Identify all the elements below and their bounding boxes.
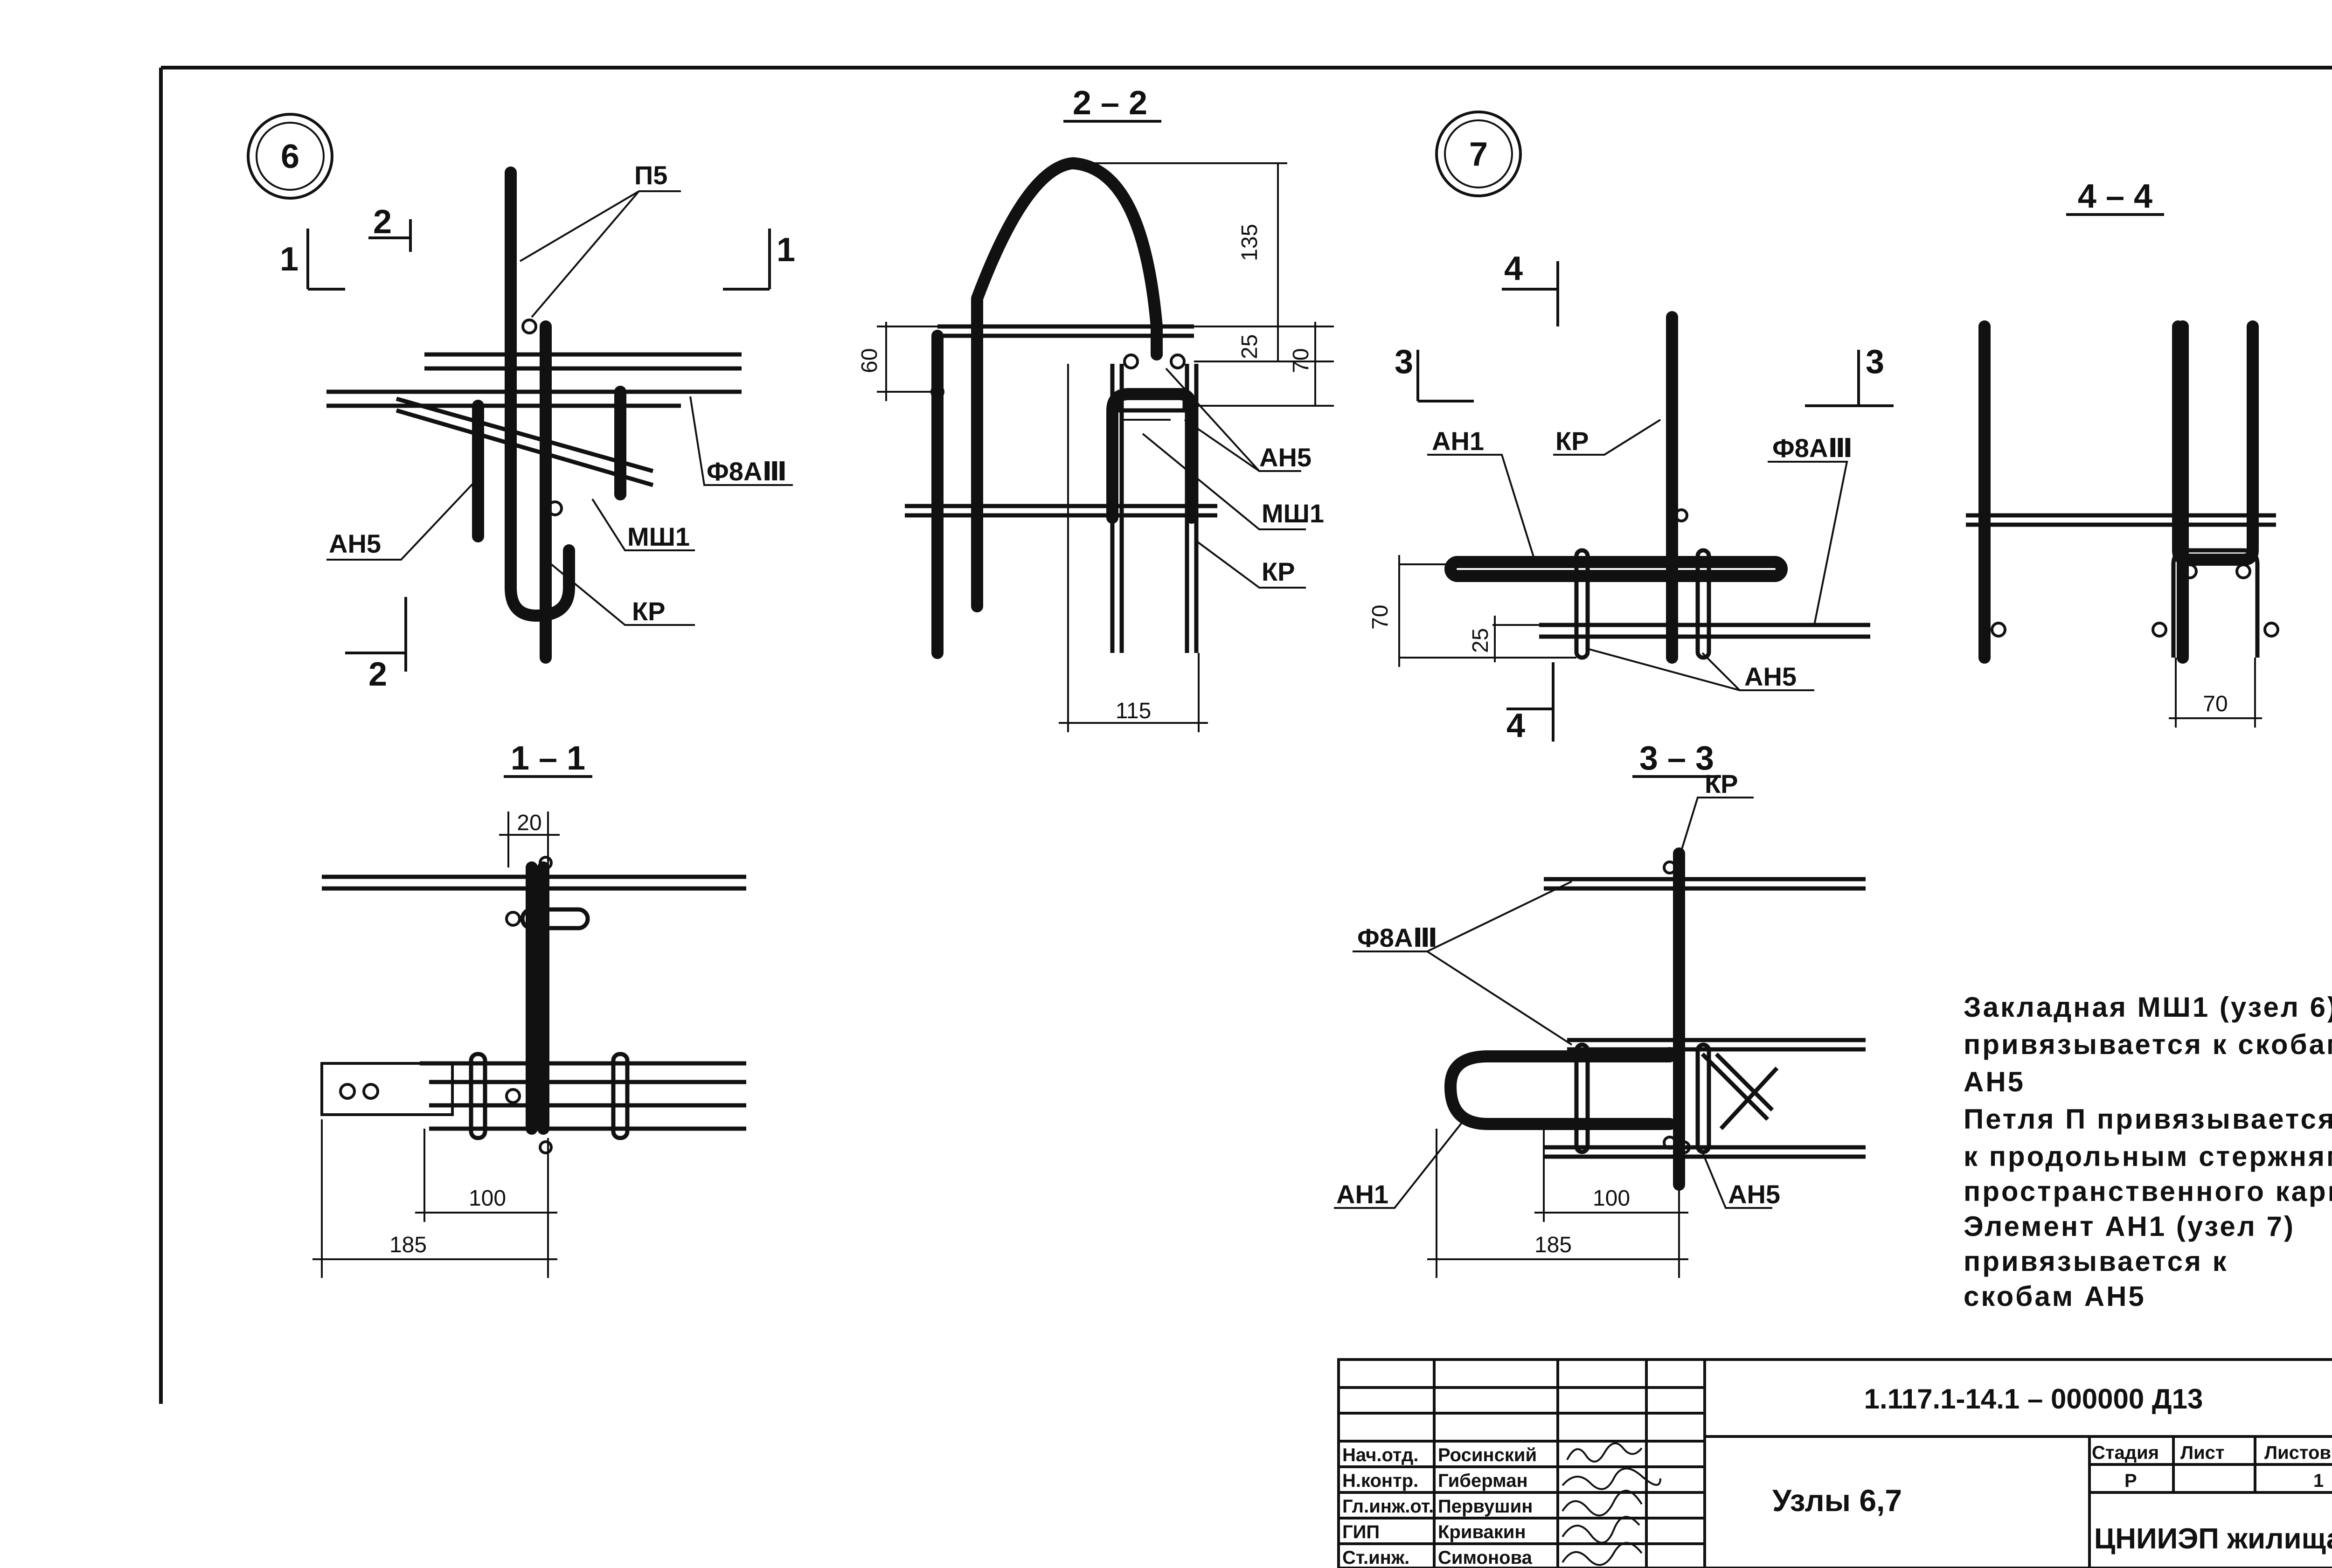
- role-2: Н.контр.: [1342, 1471, 1418, 1491]
- label-ah1-node7: АН1: [1432, 426, 1484, 456]
- sheets-value: 1: [2313, 1471, 2324, 1491]
- stage-header: Стадия: [2092, 1443, 2159, 1463]
- cut-mark-2-bottom: 2: [368, 656, 387, 693]
- section-3-3-title: 3 – 3: [1639, 740, 1714, 777]
- label-f8aiii-node6: Ф8АⅢ: [707, 457, 787, 486]
- node-7-number: 7: [1469, 136, 1488, 173]
- label-f8aiii-33: Ф8АⅢ: [1357, 923, 1437, 952]
- cut-mark-4-bottom: 4: [1506, 707, 1525, 744]
- name-4: Кривакин: [1438, 1522, 1526, 1542]
- label-kr-node6: КР: [632, 597, 666, 626]
- dim-70-44: 70: [2203, 692, 2228, 716]
- dim-100-11: 100: [469, 1186, 506, 1211]
- dim-185-33: 185: [1534, 1233, 1572, 1257]
- section-2-2-title: 2 – 2: [1073, 84, 1147, 122]
- dim-100-33: 100: [1593, 1186, 1630, 1211]
- dim-20: 20: [517, 811, 541, 835]
- dim-60: 60: [857, 348, 882, 373]
- note-line-2: привязывается к скобам: [1964, 1029, 2332, 1060]
- cut-mark-1-left: 1: [280, 241, 298, 278]
- label-kr-22: КР: [1262, 557, 1295, 586]
- cut-mark-3-left: 3: [1395, 343, 1413, 381]
- section-1-1-title: 1 – 1: [511, 740, 585, 777]
- node-6-view: 6 1 2 1 2 П5 Ф8АⅢ АН5 МШ1 КР: [247, 113, 795, 693]
- cut-mark-2-top: 2: [373, 203, 392, 241]
- dim-115: 115: [1116, 699, 1152, 723]
- name-1: Росинский: [1438, 1445, 1537, 1465]
- label-f8aiii-node7: Ф8АⅢ: [1772, 433, 1853, 463]
- name-2: Гиберман: [1438, 1471, 1528, 1491]
- section-2-2-view: 2 – 2 135 25 70 60 115: [857, 84, 1334, 732]
- note-line-7: Элемент АН1 (узел 7): [1964, 1211, 2295, 1242]
- sheet-header: Лист: [2180, 1443, 2225, 1463]
- label-ah1-33: АН1: [1336, 1179, 1388, 1209]
- note-line-9: скобам АН5: [1964, 1281, 2146, 1312]
- label-kr-node7: КР: [1555, 426, 1589, 456]
- label-kr-33: КР: [1705, 769, 1738, 798]
- role-5: Ст.инж.: [1342, 1547, 1409, 1568]
- sheet-frame: [159, 66, 2332, 1404]
- cut-mark-4-top: 4: [1504, 250, 1523, 287]
- label-msh1-node6: МШ1: [627, 522, 690, 551]
- title-block: 1.117.1-14.1 – 000000 Д13 Узлы 6,7 Стади…: [1337, 1358, 2332, 1568]
- drawing-code: 1.117.1-14.1 – 000000 Д13: [1864, 1383, 2203, 1415]
- dim-185-11: 185: [389, 1233, 427, 1257]
- note-line-4: Петля П привязывается: [1964, 1103, 2332, 1135]
- dim-70-node7: 70: [1368, 605, 1393, 630]
- label-p5: П5: [634, 160, 667, 190]
- label-ah5-node7: АН5: [1744, 662, 1797, 691]
- section-1-1-view: 1 – 1 20 100 185: [312, 740, 746, 1278]
- section-3-3-view: 3 – 3 КР Ф8АⅢ АН1 АН5 100 185: [1334, 740, 1866, 1278]
- node-6-number: 6: [281, 138, 299, 175]
- name-3: Первушин: [1438, 1496, 1533, 1517]
- dim-25-22: 25: [1237, 334, 1262, 359]
- signatures: [1562, 1442, 1661, 1566]
- note-line-3: АН5: [1964, 1066, 2025, 1097]
- dim-135: 135: [1237, 224, 1262, 261]
- cut-mark-3-right: 3: [1866, 343, 1884, 381]
- node-7-circle: [1435, 111, 1522, 197]
- note-line-5: к продольным стержням: [1964, 1141, 2332, 1172]
- role-4: ГИП: [1342, 1522, 1380, 1542]
- drawing-title: Узлы 6,7: [1772, 1483, 1902, 1518]
- role-3: Гл.инж.от.: [1342, 1496, 1434, 1517]
- role-1: Нач.отд.: [1342, 1445, 1418, 1465]
- label-msh1-22: МШ1: [1262, 499, 1324, 528]
- organization: ЦНИИЭП жилища: [2094, 1523, 2332, 1555]
- node-7-view: 7 4 3 3 4 70 25 АН1 КР Ф8АⅢ АН5: [1368, 111, 1894, 744]
- notes-block: Закладная МШ1 (узел 6). привязывается к …: [1964, 992, 2332, 1312]
- dim-25-node7: 25: [1468, 628, 1493, 653]
- note-line-6: пространственного каркаса: [1964, 1176, 2332, 1207]
- cut-mark-1-right: 1: [777, 231, 795, 269]
- label-ah5-node6: АН5: [329, 529, 381, 558]
- section-4-4-view: 4 – 4 70: [1966, 178, 2279, 728]
- label-ah5-22: АН5: [1259, 443, 1312, 472]
- dim-70-22: 70: [1289, 348, 1313, 373]
- name-5: Симонова: [1438, 1547, 1533, 1568]
- note-line-1: Закладная МШ1 (узел 6).: [1964, 992, 2332, 1023]
- stage-value: Р: [2124, 1471, 2137, 1491]
- label-ah5-33: АН5: [1728, 1179, 1780, 1209]
- node-6-circle: [247, 113, 333, 200]
- sheets-header: Листов: [2264, 1443, 2331, 1463]
- note-line-8: привязывается к: [1964, 1246, 2228, 1277]
- section-4-4-title: 4 – 4: [2078, 178, 2152, 215]
